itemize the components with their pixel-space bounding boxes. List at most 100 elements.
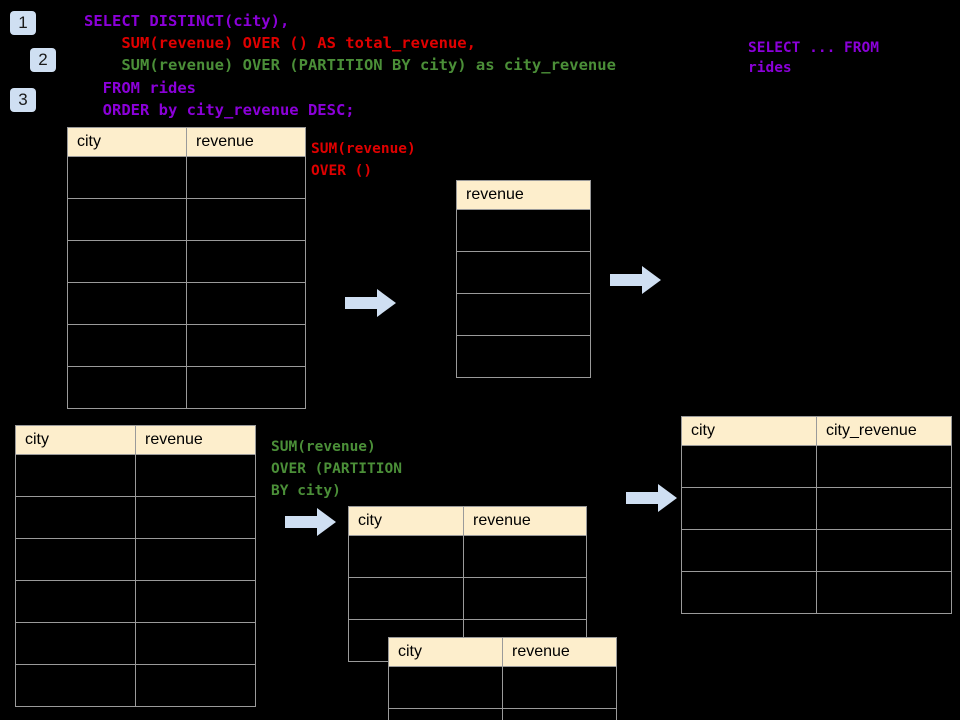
table-cell — [388, 708, 503, 720]
table-cell — [456, 209, 591, 252]
table-header-row: city revenue — [388, 637, 617, 667]
table-cell — [456, 251, 591, 294]
table-cell — [388, 666, 503, 709]
column-header-revenue: revenue — [502, 637, 617, 667]
column-header-revenue: revenue — [463, 506, 587, 536]
table-cell — [463, 535, 587, 578]
table-row — [67, 240, 306, 283]
annotation-select-from-line2: rides — [748, 60, 792, 76]
table-cell — [348, 577, 464, 620]
table-row — [67, 198, 306, 241]
table-cell — [816, 487, 952, 530]
table-row — [681, 487, 952, 530]
table-cell — [15, 454, 136, 497]
table-cell — [186, 324, 306, 367]
table-header-row: city revenue — [67, 127, 306, 157]
column-header-city: city — [348, 506, 464, 536]
table-row — [15, 538, 256, 581]
table-cell — [15, 538, 136, 581]
table-cell — [15, 664, 136, 707]
annotation-sum-over-partition-line1: SUM(revenue) — [271, 439, 376, 455]
table-cell — [463, 577, 587, 620]
annotation-sum-over-empty-line1: SUM(revenue) — [311, 141, 416, 157]
table-row — [388, 708, 617, 720]
table-cell — [681, 571, 817, 614]
table-cell — [135, 496, 256, 539]
table-cell — [816, 529, 952, 572]
arrow-source-to-partition — [285, 507, 337, 537]
table-row — [67, 324, 306, 367]
table-header-row: city revenue — [348, 506, 587, 536]
table-cell — [681, 529, 817, 572]
table-cell — [502, 708, 617, 720]
table-cell — [186, 198, 306, 241]
table-row — [456, 209, 591, 252]
table-result: city city_revenue — [681, 416, 952, 614]
annotation-sum-over-partition-line3: BY city) — [271, 483, 341, 499]
step-badge-2: 2 — [30, 48, 56, 72]
column-header-city: city — [15, 425, 136, 455]
table-cell — [186, 366, 306, 409]
column-header-city: city — [681, 416, 817, 446]
table-partition-front: city revenue — [388, 637, 617, 720]
table-source-bottom: city revenue — [15, 425, 256, 707]
table-row — [15, 664, 256, 707]
annotation-sum-over-partition-line2: OVER (PARTITION — [271, 461, 402, 477]
table-row — [456, 293, 591, 336]
table-row — [15, 622, 256, 665]
sql-line-sum-over-partition: SUM(revenue) OVER (PARTITION BY city) as… — [84, 56, 616, 74]
table-cell — [135, 454, 256, 497]
step-badge-3: 3 — [10, 88, 36, 112]
annotation-select-from-line1: SELECT ... FROM — [748, 40, 879, 56]
table-cell — [15, 496, 136, 539]
table-cell — [186, 282, 306, 325]
table-cell — [135, 538, 256, 581]
column-header-revenue: revenue — [135, 425, 256, 455]
table-cell — [816, 571, 952, 614]
table-cell — [186, 240, 306, 283]
table-cell — [67, 324, 187, 367]
sql-line-order-by: ORDER by city_revenue DESC; — [84, 101, 355, 119]
table-cell — [67, 156, 187, 199]
step-badge-1: 1 — [10, 11, 36, 35]
table-source-top: city revenue — [67, 127, 306, 409]
table-cell — [135, 580, 256, 623]
table-row — [15, 496, 256, 539]
arrow-total-to-result — [610, 265, 662, 295]
column-header-city: city — [388, 637, 503, 667]
table-row — [15, 580, 256, 623]
table-row — [15, 454, 256, 497]
table-row — [388, 666, 617, 709]
table-cell — [681, 445, 817, 488]
table-row — [67, 282, 306, 325]
table-row — [348, 577, 587, 620]
table-cell — [681, 487, 817, 530]
table-row — [681, 445, 952, 488]
table-cell — [67, 240, 187, 283]
table-cell — [135, 664, 256, 707]
table-cell — [15, 622, 136, 665]
table-cell — [816, 445, 952, 488]
table-total-revenue: revenue — [456, 180, 591, 378]
annotation-sum-over-empty-line2: OVER () — [311, 163, 373, 179]
column-header-revenue: revenue — [186, 127, 306, 157]
table-row — [681, 529, 952, 572]
table-row — [67, 156, 306, 199]
arrow-source-to-total — [345, 288, 397, 318]
table-row — [456, 251, 591, 294]
table-cell — [135, 622, 256, 665]
table-header-row: city revenue — [15, 425, 256, 455]
column-header-city-revenue: city_revenue — [816, 416, 952, 446]
table-cell — [456, 293, 591, 336]
table-header-row: revenue — [456, 180, 591, 210]
table-header-row: city city_revenue — [681, 416, 952, 446]
table-cell — [67, 198, 187, 241]
table-row — [348, 535, 587, 578]
table-cell — [502, 666, 617, 709]
table-cell — [15, 580, 136, 623]
sql-line-from-rides: FROM rides — [84, 79, 196, 97]
table-cell — [67, 366, 187, 409]
table-row — [67, 366, 306, 409]
column-header-city: city — [67, 127, 187, 157]
